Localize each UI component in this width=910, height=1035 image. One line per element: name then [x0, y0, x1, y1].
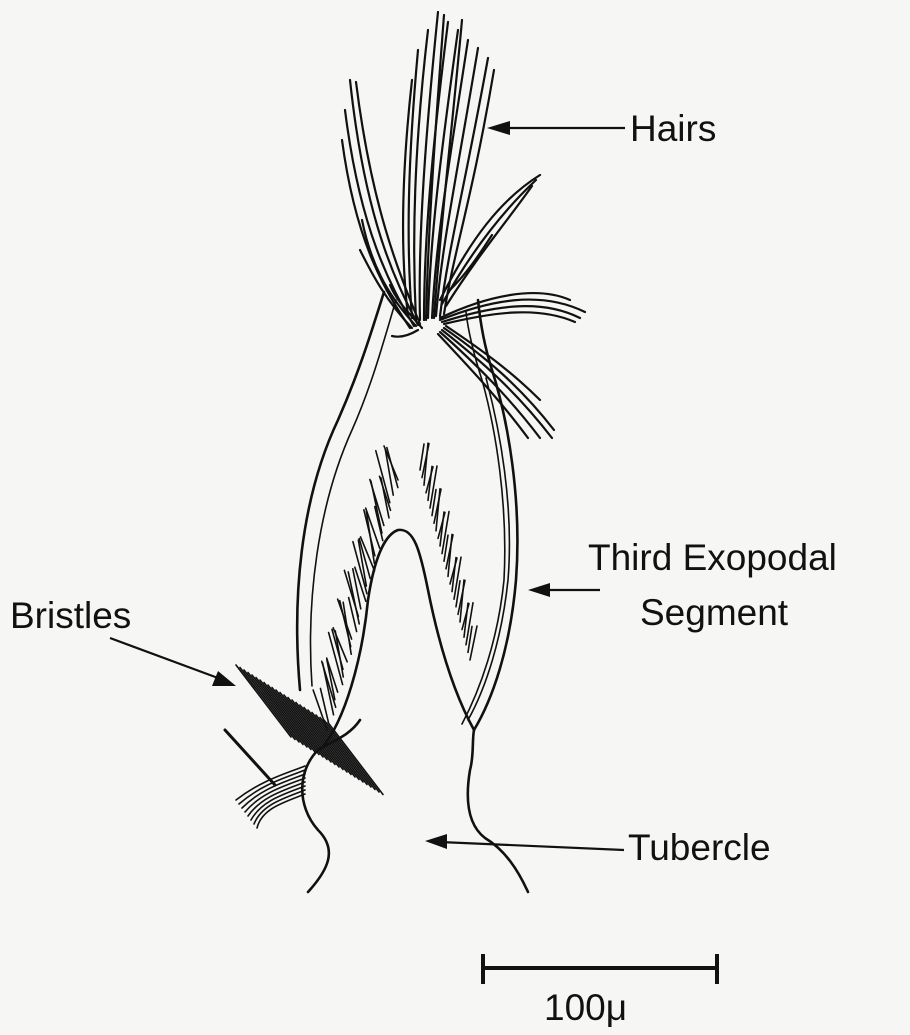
hairs-label: Hairs: [630, 108, 716, 149]
third-segment-arrowhead: [528, 583, 550, 597]
tubercle-arrowhead: [425, 834, 447, 849]
label-tubercle: Tubercle: [425, 827, 771, 868]
third-segment-label-line2: Segment: [640, 592, 789, 633]
bristle-stroke: [371, 481, 382, 533]
bristle-stroke: [420, 444, 424, 470]
bristles-leader-line: [110, 638, 218, 678]
tubercle-leader-line: [440, 842, 624, 850]
scale-bar: 100μ: [483, 954, 717, 1028]
bristles-arrowhead: [212, 671, 236, 686]
bristles-cone: [313, 443, 477, 730]
label-hairs: Hairs: [487, 108, 716, 149]
scale-bar-label: 100μ: [544, 987, 627, 1028]
hairs-tuft: [342, 12, 585, 438]
label-third-exopodal-segment: Third Exopodal Segment: [528, 537, 837, 633]
tubercle-label: Tubercle: [628, 827, 771, 868]
bristle-stroke: [320, 688, 328, 722]
bristle-stroke: [225, 730, 275, 785]
inner-cone: [322, 530, 474, 748]
third-segment-label-line1: Third Exopodal: [588, 537, 837, 578]
hairs-arrowhead: [487, 121, 510, 135]
bristles-label: Bristles: [10, 595, 131, 636]
bristle-stroke: [343, 602, 351, 654]
label-bristles: Bristles: [10, 595, 236, 686]
